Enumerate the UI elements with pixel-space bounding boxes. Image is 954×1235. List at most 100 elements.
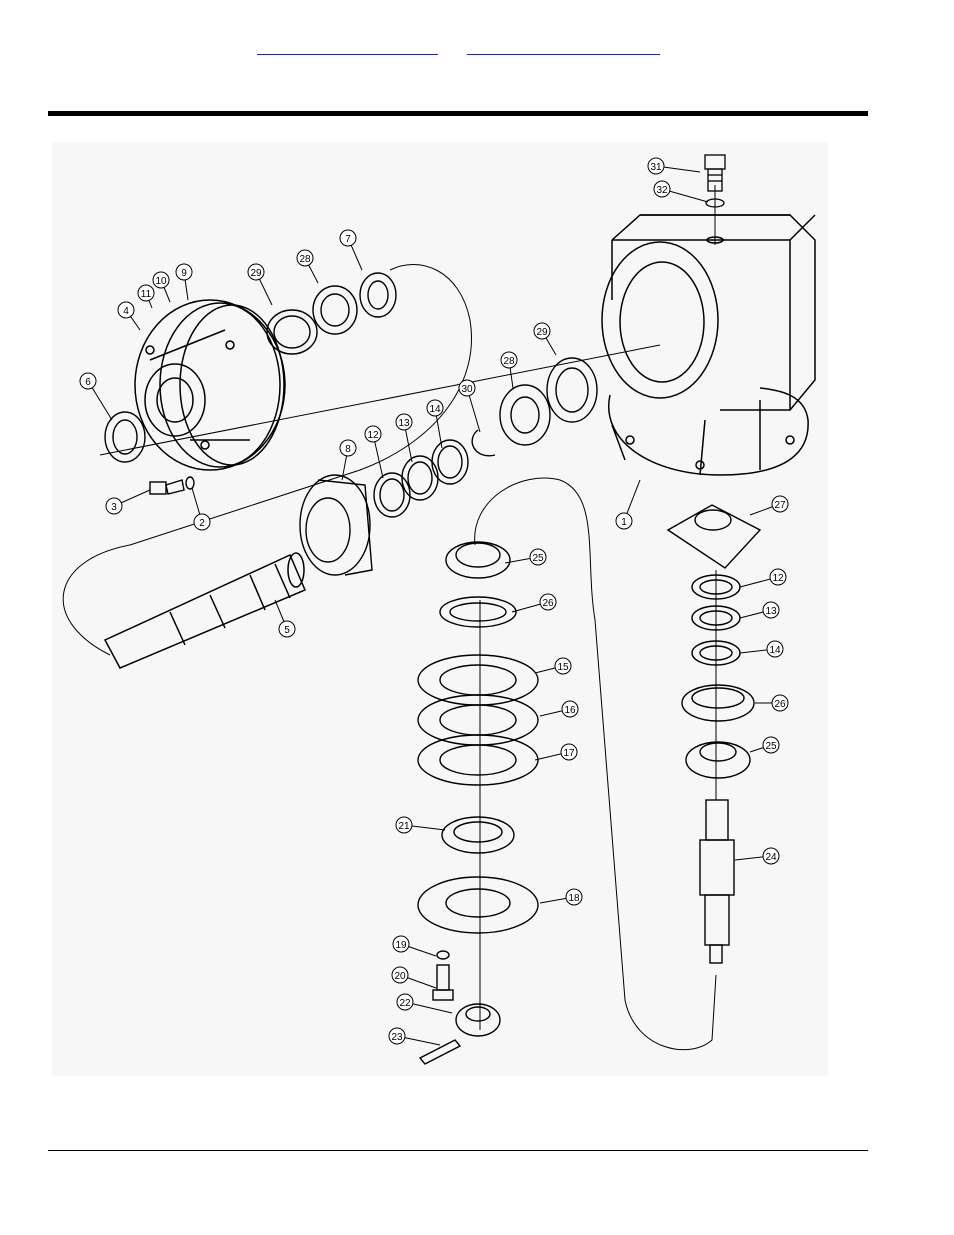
callout-circle: [762, 847, 780, 865]
right-column-parts: [666, 504, 762, 964]
callout-15: 15: [534, 657, 572, 675]
callout-number: 25: [532, 553, 544, 564]
callout-circle: [647, 157, 665, 175]
callout-circle: [391, 966, 409, 984]
callout-number: 29: [536, 327, 548, 338]
callout-circle: [554, 657, 572, 675]
callout-number: 23: [391, 1032, 403, 1043]
callout-28: 28: [296, 249, 319, 284]
pinion-gear: [299, 474, 373, 576]
callout-circle: [561, 700, 579, 718]
callout-circle: [137, 284, 155, 302]
callout-number: 9: [181, 268, 187, 279]
callout-number: 19: [395, 940, 407, 951]
header-rule: [48, 111, 868, 116]
callout-17: 17: [534, 743, 578, 761]
callout-10: 10: [152, 271, 171, 303]
callout-circle: [247, 263, 265, 281]
flange-cover: [134, 299, 286, 471]
breather-plug: [704, 154, 726, 208]
callout-number: 5: [284, 625, 290, 636]
callout-circle: [771, 495, 789, 513]
callout-number: 20: [394, 971, 406, 982]
callout-5: 5: [274, 599, 296, 638]
callout-circle: [426, 399, 444, 417]
callout-number: 17: [563, 748, 575, 759]
callout-14: 14: [739, 640, 784, 658]
callout-number: 29: [250, 268, 262, 279]
callout-circle: [296, 249, 314, 267]
callout-circle: [175, 263, 193, 281]
callout-circle: [533, 322, 551, 340]
callout-number: 28: [299, 254, 311, 265]
nav-link-1[interactable]: [257, 38, 438, 55]
callout-number: 27: [774, 500, 786, 511]
callout-9: 9: [175, 263, 193, 301]
callout-circle: [395, 816, 413, 834]
callout-circle: [762, 736, 780, 754]
input-shaft: [103, 552, 306, 669]
callout-number: 22: [399, 998, 411, 1009]
callout-number: 14: [429, 404, 441, 415]
callout-circle: [395, 413, 413, 431]
callout-circle: [117, 301, 135, 319]
callout-circle: [500, 351, 518, 369]
callout-circle: [458, 379, 476, 397]
seal-left: [104, 411, 146, 463]
callout-circle: [769, 568, 787, 586]
shim-stack-horizontal: [373, 357, 598, 518]
callout-circle: [771, 694, 789, 712]
callout-number: 7: [345, 234, 351, 245]
callout-25: 25: [504, 548, 547, 566]
callout-number: 16: [564, 705, 576, 716]
callout-circle: [105, 497, 123, 515]
callout-circle: [79, 372, 97, 390]
callout-16: 16: [539, 700, 579, 718]
callout-layer: 3132910114292876328512131430292812526151…: [79, 157, 789, 1046]
callout-number: 26: [542, 598, 554, 609]
callout-circle: [396, 993, 414, 1011]
callout-number: 3: [111, 502, 117, 513]
callout-number: 1: [621, 517, 627, 528]
callout-circle: [339, 439, 357, 457]
callout-circle: [392, 935, 410, 953]
callout-circle: [364, 425, 382, 443]
callout-number: 13: [765, 606, 777, 617]
callout-number: 2: [199, 518, 205, 529]
callout-circle: [766, 640, 784, 658]
callout-4: 4: [117, 301, 141, 331]
callout-number: 8: [345, 444, 351, 455]
callout-24: 24: [734, 847, 780, 865]
callout-number: 24: [765, 852, 777, 863]
callout-number: 6: [85, 377, 91, 388]
callout-12: 12: [739, 568, 787, 588]
callout-11: 11: [137, 284, 155, 309]
callout-number: 21: [398, 821, 410, 832]
callout-circle: [653, 180, 671, 198]
nav-link-2[interactable]: [467, 38, 660, 55]
callout-number: 11: [141, 289, 152, 300]
callout-circle: [565, 888, 583, 906]
callout-31: 31: [647, 157, 701, 175]
callout-number: 31: [650, 162, 662, 173]
callout-20: 20: [391, 966, 437, 989]
assembly-guide-lines: [62, 185, 717, 1051]
callout-14: 14: [426, 399, 444, 449]
callout-circle: [615, 512, 633, 530]
callout-number: 18: [568, 893, 580, 904]
callout-number: 4: [123, 306, 129, 317]
callout-22: 22: [396, 993, 453, 1014]
callout-1: 1: [615, 479, 641, 530]
callout-number: 10: [155, 276, 167, 287]
callout-26: 26: [511, 593, 557, 613]
callout-2: 2: [191, 487, 211, 531]
callout-number: 14: [769, 645, 781, 656]
callout-circle: [529, 548, 547, 566]
callout-23: 23: [388, 1027, 441, 1046]
callout-27: 27: [749, 495, 789, 516]
callout-circle: [762, 601, 780, 619]
callout-number: 28: [503, 356, 515, 367]
callout-circle: [560, 743, 578, 761]
bearing-set-upper: [266, 272, 397, 355]
gearbox-housing: [601, 214, 816, 476]
